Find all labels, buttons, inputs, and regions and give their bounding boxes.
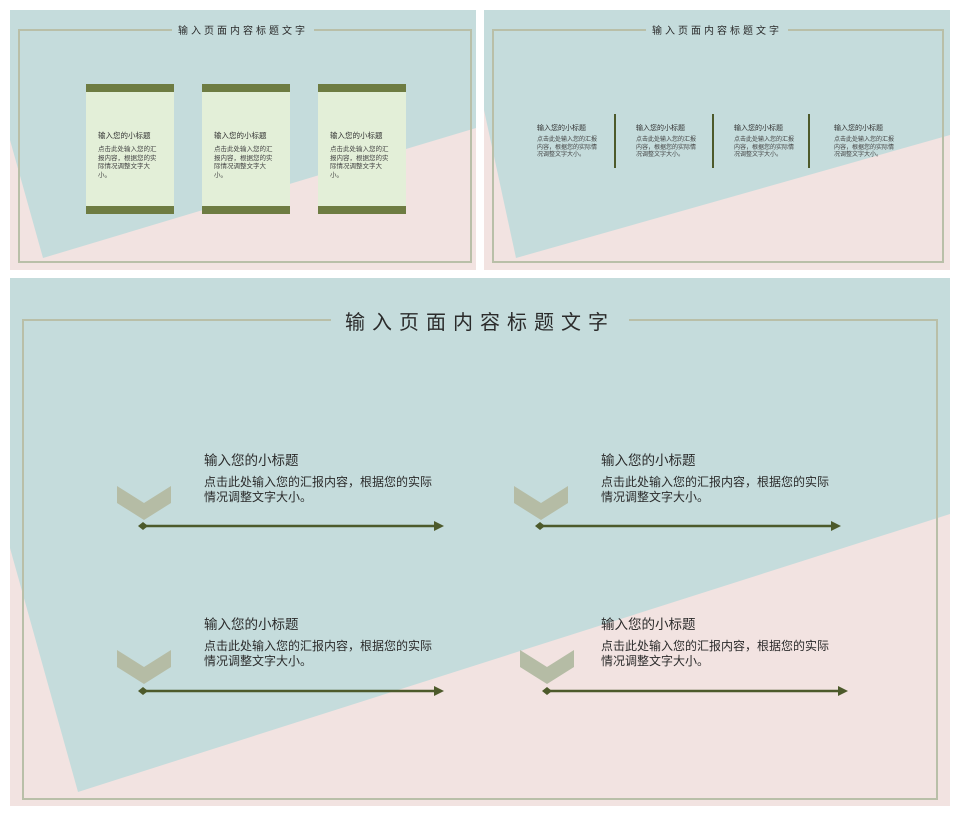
column-body: 点击此处输入您的汇报内容，根据您的实际情况调整文字大小。 bbox=[834, 136, 895, 158]
arrow-right-icon bbox=[542, 686, 848, 696]
slide-2: 输入页面内容标题文字 输入您的小标题 点击此处输入您的汇报内容，根据您的实际情况… bbox=[484, 10, 950, 270]
column-divider bbox=[712, 114, 714, 168]
arrow-right-icon bbox=[138, 521, 444, 531]
chevron-down-icon bbox=[514, 486, 568, 520]
arrow-right-icon bbox=[535, 521, 841, 531]
card-bar-bottom bbox=[86, 206, 174, 214]
column-body: 点击此处输入您的汇报内容，根据您的实际情况调整文字大小。 bbox=[537, 136, 598, 158]
item-title: 输入您的小标题 bbox=[204, 453, 299, 469]
slide-1-title: 输入页面内容标题文字 bbox=[10, 22, 476, 37]
chevron-down-icon bbox=[117, 650, 171, 684]
column-title: 输入您的小标题 bbox=[537, 124, 586, 132]
column-title: 输入您的小标题 bbox=[834, 124, 883, 132]
card-bar-top bbox=[86, 84, 174, 92]
item-title: 输入您的小标题 bbox=[601, 617, 696, 633]
item-title: 输入您的小标题 bbox=[204, 617, 299, 633]
column-divider bbox=[808, 114, 810, 168]
card-2: 输入您的小标题 点击此处输入您的汇报内容，根据您的实际情况调整文字大小。 bbox=[202, 84, 290, 214]
card-bar-top bbox=[202, 84, 290, 92]
slide-2-title: 输入页面内容标题文字 bbox=[484, 22, 950, 37]
card-bar-top bbox=[318, 84, 406, 92]
card-title: 输入您的小标题 bbox=[98, 131, 151, 140]
card-body: 点击此处输入您的汇报内容，根据您的实际情况调整文字大小。 bbox=[98, 145, 157, 179]
slide-3-frame bbox=[22, 319, 938, 800]
slide-2-background bbox=[484, 10, 950, 270]
column-title: 输入您的小标题 bbox=[636, 124, 685, 132]
card-title: 输入您的小标题 bbox=[330, 131, 383, 140]
slide-3-background bbox=[10, 278, 950, 806]
slide-3-title: 输入页面内容标题文字 bbox=[10, 306, 950, 335]
chevron-down-icon bbox=[520, 650, 574, 684]
column-body: 点击此处输入您的汇报内容，根据您的实际情况调整文字大小。 bbox=[734, 136, 795, 158]
card-body: 点击此处输入您的汇报内容，根据您的实际情况调整文字大小。 bbox=[214, 145, 273, 179]
slide-3: 输入页面内容标题文字 输入您的小标题 点击此处输入您的汇报内容，根据您的实际情况… bbox=[10, 278, 950, 806]
item-body: 点击此处输入您的汇报内容，根据您的实际情况调整文字大小。 bbox=[204, 475, 433, 504]
card-1: 输入您的小标题 点击此处输入您的汇报内容，根据您的实际情况调整文字大小。 bbox=[86, 84, 174, 214]
card-body: 点击此处输入您的汇报内容，根据您的实际情况调整文字大小。 bbox=[330, 145, 389, 179]
column-title: 输入您的小标题 bbox=[734, 124, 783, 132]
card-3: 输入您的小标题 点击此处输入您的汇报内容，根据您的实际情况调整文字大小。 bbox=[318, 84, 406, 214]
item-title: 输入您的小标题 bbox=[601, 453, 696, 469]
card-bar-bottom bbox=[202, 206, 290, 214]
card-bar-bottom bbox=[318, 206, 406, 214]
item-body: 点击此处输入您的汇报内容，根据您的实际情况调整文字大小。 bbox=[601, 639, 830, 668]
slide-1: 输入页面内容标题文字 输入您的小标题 点击此处输入您的汇报内容，根据您的实际情况… bbox=[10, 10, 476, 270]
column-body: 点击此处输入您的汇报内容，根据您的实际情况调整文字大小。 bbox=[636, 136, 697, 158]
item-body: 点击此处输入您的汇报内容，根据您的实际情况调整文字大小。 bbox=[204, 639, 433, 668]
item-body: 点击此处输入您的汇报内容，根据您的实际情况调整文字大小。 bbox=[601, 475, 830, 504]
arrow-right-icon bbox=[138, 686, 444, 696]
chevron-down-icon bbox=[117, 486, 171, 520]
column-divider bbox=[614, 114, 616, 168]
card-title: 输入您的小标题 bbox=[214, 131, 267, 140]
